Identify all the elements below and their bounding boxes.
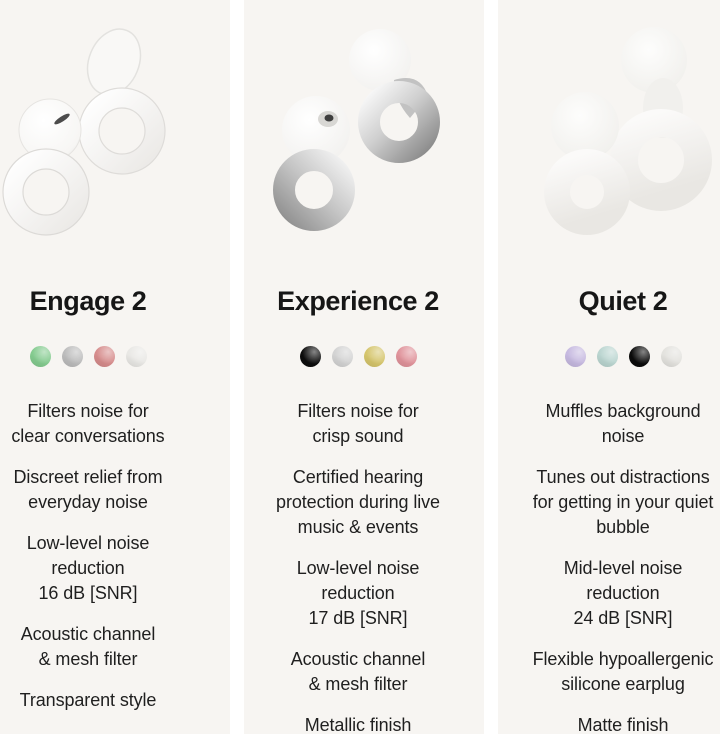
- color-swatch-lightgray: [660, 346, 682, 367]
- color-swatch-green: [29, 346, 51, 367]
- feature-item: Acoustic channel & mesh filter: [290, 649, 426, 694]
- feature-item: Muffles background noise: [545, 401, 701, 446]
- product-column-experience-2: Experience 2 Filters noise for crisp sou…: [244, 0, 484, 734]
- product-image-engage-2: [0, 0, 230, 272]
- product-title: Quiet 2: [578, 286, 668, 316]
- color-swatches: [29, 346, 147, 367]
- feature-item: Low-level noise reduction 16 dB [SNR]: [26, 533, 150, 603]
- product-image-quiet-2: [498, 0, 720, 272]
- product-column-engage-2: Engage 2 Filters noise for clear convers…: [0, 0, 230, 734]
- color-swatch-silver: [331, 346, 353, 367]
- color-swatch-rose: [93, 346, 115, 367]
- product-title: Experience 2: [277, 286, 439, 316]
- color-swatches: [564, 346, 682, 367]
- feature-item: Tunes out distractions for getting in yo…: [532, 467, 714, 537]
- feature-item: Metallic finish: [304, 715, 412, 734]
- color-swatch-lavender: [564, 346, 586, 367]
- color-swatch-rose: [395, 346, 417, 367]
- feature-list: Filters noise for clear conversations Di…: [11, 399, 164, 713]
- product-title: Engage 2: [29, 286, 147, 316]
- feature-item: Certified hearing protection during live…: [276, 467, 440, 537]
- feature-item: Acoustic channel & mesh filter: [20, 624, 156, 669]
- color-swatch-white: [125, 346, 147, 367]
- product-image-experience-2: [244, 0, 484, 272]
- color-swatch-black: [628, 346, 650, 367]
- feature-item: Low-level noise reduction 17 dB [SNR]: [296, 558, 420, 628]
- feature-item: Flexible hypoallergenic silicone earplug: [532, 649, 714, 694]
- color-swatch-gold: [363, 346, 385, 367]
- feature-item: Filters noise for clear conversations: [11, 401, 165, 446]
- color-swatch-black: [299, 346, 321, 367]
- feature-list: Filters noise for crisp sound Certified …: [276, 399, 440, 734]
- feature-item: Discreet relief from everyday noise: [13, 467, 163, 512]
- feature-item: Matte finish: [577, 715, 669, 734]
- feature-list: Muffles background noise Tunes out distr…: [533, 399, 714, 734]
- feature-item: Mid-level noise reduction 24 dB [SNR]: [563, 558, 683, 628]
- product-column-quiet-2: Quiet 2 Muffles background noise Tunes o…: [498, 0, 720, 734]
- feature-item: Transparent style: [19, 690, 157, 710]
- color-swatch-mint: [596, 346, 618, 367]
- color-swatch-silver: [61, 346, 83, 367]
- feature-item: Filters noise for crisp sound: [297, 401, 419, 446]
- color-swatches: [299, 346, 417, 367]
